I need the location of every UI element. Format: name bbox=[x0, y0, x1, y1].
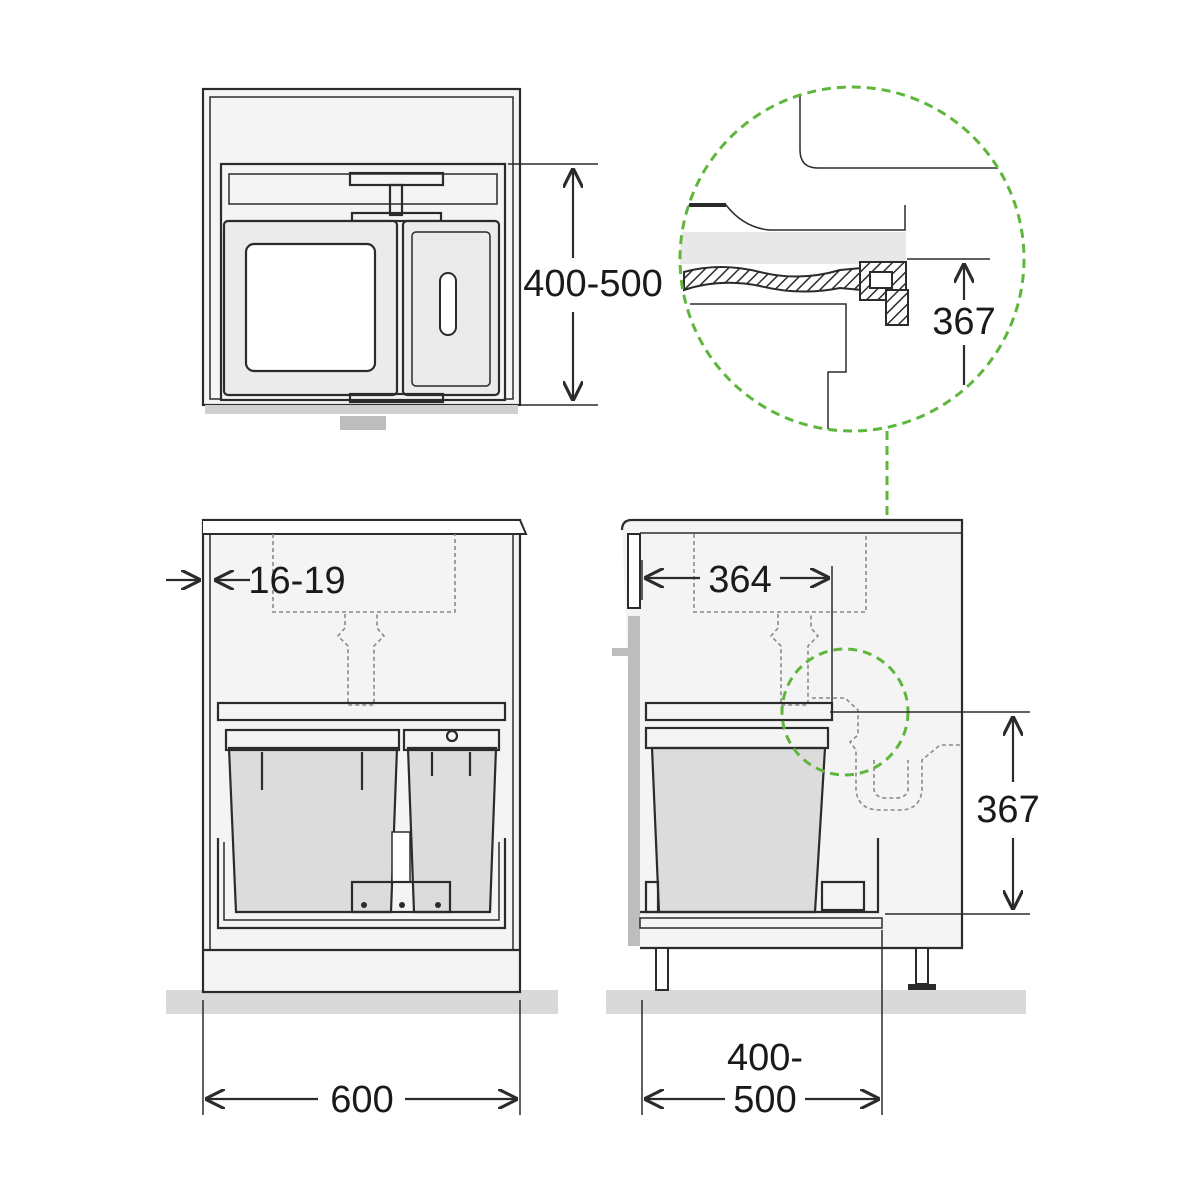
side-bin-rim bbox=[644, 726, 830, 750]
top-handle bbox=[340, 416, 386, 430]
detail-profile-hole bbox=[869, 271, 893, 289]
detail-basin bbox=[680, 204, 906, 231]
front-frame bbox=[216, 838, 507, 930]
detail-shelf bbox=[680, 232, 906, 264]
front-bin-small bbox=[406, 746, 498, 914]
side-leg-front bbox=[655, 947, 669, 991]
side-leg-back bbox=[915, 947, 929, 985]
side-leg-foot bbox=[908, 984, 936, 990]
front-lid-plate bbox=[216, 701, 507, 722]
front-bracket-bolt-1 bbox=[361, 902, 367, 908]
front-bracket bbox=[350, 880, 452, 914]
front-bin-small-knob bbox=[445, 729, 459, 743]
detail-bin-body bbox=[690, 303, 847, 430]
side-view: 364 367 400- 500 bbox=[606, 518, 1040, 1121]
detail-profile-leg bbox=[885, 289, 909, 326]
front-bin-large bbox=[227, 746, 399, 914]
side-drain-outline bbox=[769, 614, 820, 706]
detail-callout-circle bbox=[678, 85, 1026, 433]
top-view: 400-500 bbox=[201, 87, 663, 430]
top-bracket-bottom bbox=[348, 392, 445, 404]
front-view: 16-19 600 bbox=[166, 518, 558, 1121]
side-rear-stop bbox=[820, 880, 866, 912]
detail-height-label: 367 bbox=[932, 301, 995, 343]
front-counter bbox=[203, 519, 528, 535]
side-bin bbox=[650, 746, 827, 914]
depth-label-line2: 500 bbox=[733, 1079, 796, 1121]
top-bin-small-handle bbox=[439, 272, 457, 336]
t-bracket-base bbox=[350, 211, 443, 223]
front-bracket-post bbox=[391, 831, 411, 883]
side-sink-outline bbox=[693, 534, 867, 613]
front-bracket-bolt-3 bbox=[435, 902, 441, 908]
top-cabinet-front bbox=[205, 405, 518, 414]
top-bin-small-inner bbox=[411, 231, 491, 387]
side-door bbox=[628, 616, 640, 946]
front-floor bbox=[166, 990, 558, 1014]
front-bracket-bolt-2 bbox=[399, 902, 405, 908]
top-depth-label: 400-500 bbox=[523, 263, 662, 305]
offset-label: 364 bbox=[708, 559, 771, 601]
front-bin-large-rim bbox=[224, 728, 401, 752]
top-bin-large-opening bbox=[244, 242, 377, 373]
detail-callout: 367 bbox=[678, 85, 1026, 660]
side-siphon-inner bbox=[873, 760, 909, 799]
side-door-handle bbox=[612, 648, 628, 656]
front-sink-outline bbox=[272, 534, 456, 613]
thickness-label: 16-19 bbox=[248, 560, 345, 602]
side-runner bbox=[640, 838, 880, 914]
side-floor bbox=[606, 990, 1026, 1014]
front-frame-inner bbox=[223, 842, 500, 921]
t-bracket-stem bbox=[388, 183, 404, 217]
side-siphon-outline bbox=[812, 697, 962, 811]
width-label: 600 bbox=[330, 1079, 393, 1121]
side-wheel-front bbox=[644, 880, 660, 914]
detail-sink-edge bbox=[799, 90, 1024, 169]
side-counter-edge bbox=[627, 533, 641, 609]
depth-label-line1: 400- bbox=[727, 1037, 803, 1079]
side-runner-rail bbox=[639, 917, 883, 929]
side-height-label: 367 bbox=[976, 789, 1039, 831]
